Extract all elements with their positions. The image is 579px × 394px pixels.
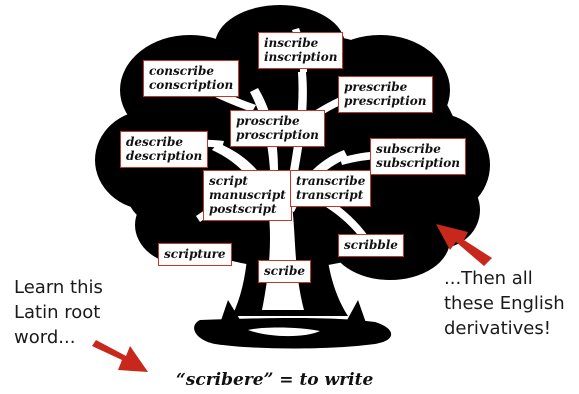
word-box-scripture: scripture: [158, 243, 232, 266]
caption-line: Latin root: [14, 302, 101, 323]
word: conscription: [149, 78, 234, 92]
word-box-conscribe: conscribe conscription: [143, 60, 240, 97]
word: conscribe: [149, 64, 215, 78]
caption-line: ...Then all: [444, 268, 533, 289]
word-box-proscribe: proscribe proscription: [230, 110, 325, 147]
word: transcript: [296, 188, 364, 202]
word: prescription: [344, 94, 427, 108]
word: manuscript: [209, 188, 286, 202]
caption-line: these English: [444, 293, 565, 314]
caption-line: word...: [14, 327, 76, 348]
word-box-transcribe: transcribe transcript: [290, 170, 372, 207]
word: proscription: [236, 128, 319, 142]
word-box-scribble: scribble: [338, 234, 404, 257]
word: prescribe: [344, 80, 408, 94]
word: transcribe: [296, 174, 366, 188]
word: script: [209, 174, 248, 188]
right-caption: ...Then all these English derivatives!: [444, 266, 565, 341]
word: subscription: [376, 156, 461, 170]
word: scribe: [264, 264, 305, 278]
word: inscribe: [264, 36, 319, 50]
word: inscription: [264, 50, 338, 64]
word: proscribe: [236, 114, 300, 128]
word: describe: [126, 135, 183, 149]
caption-line: Learn this: [14, 277, 103, 298]
word-box-subscribe: subscribe subscription: [370, 138, 467, 175]
word-box-script: script manuscript postscript: [203, 170, 292, 221]
word-box-describe: describe description: [120, 131, 209, 168]
word: description: [126, 149, 203, 163]
left-caption: Learn this Latin root word...: [14, 275, 103, 350]
arrow-right-down-icon: [92, 340, 148, 372]
word: scripture: [164, 247, 226, 261]
word-box-prescribe: prescribe prescription: [338, 76, 433, 113]
word-box-scribe: scribe: [258, 260, 311, 283]
word-box-inscribe: inscribe inscription: [258, 32, 344, 69]
word: postscript: [209, 202, 277, 216]
root-word-caption: “scribere” = to write: [176, 370, 374, 390]
word: subscribe: [376, 142, 441, 156]
arrow-left-up-icon: [436, 224, 492, 266]
word: scribble: [344, 238, 398, 252]
caption-line: derivatives!: [444, 318, 551, 339]
